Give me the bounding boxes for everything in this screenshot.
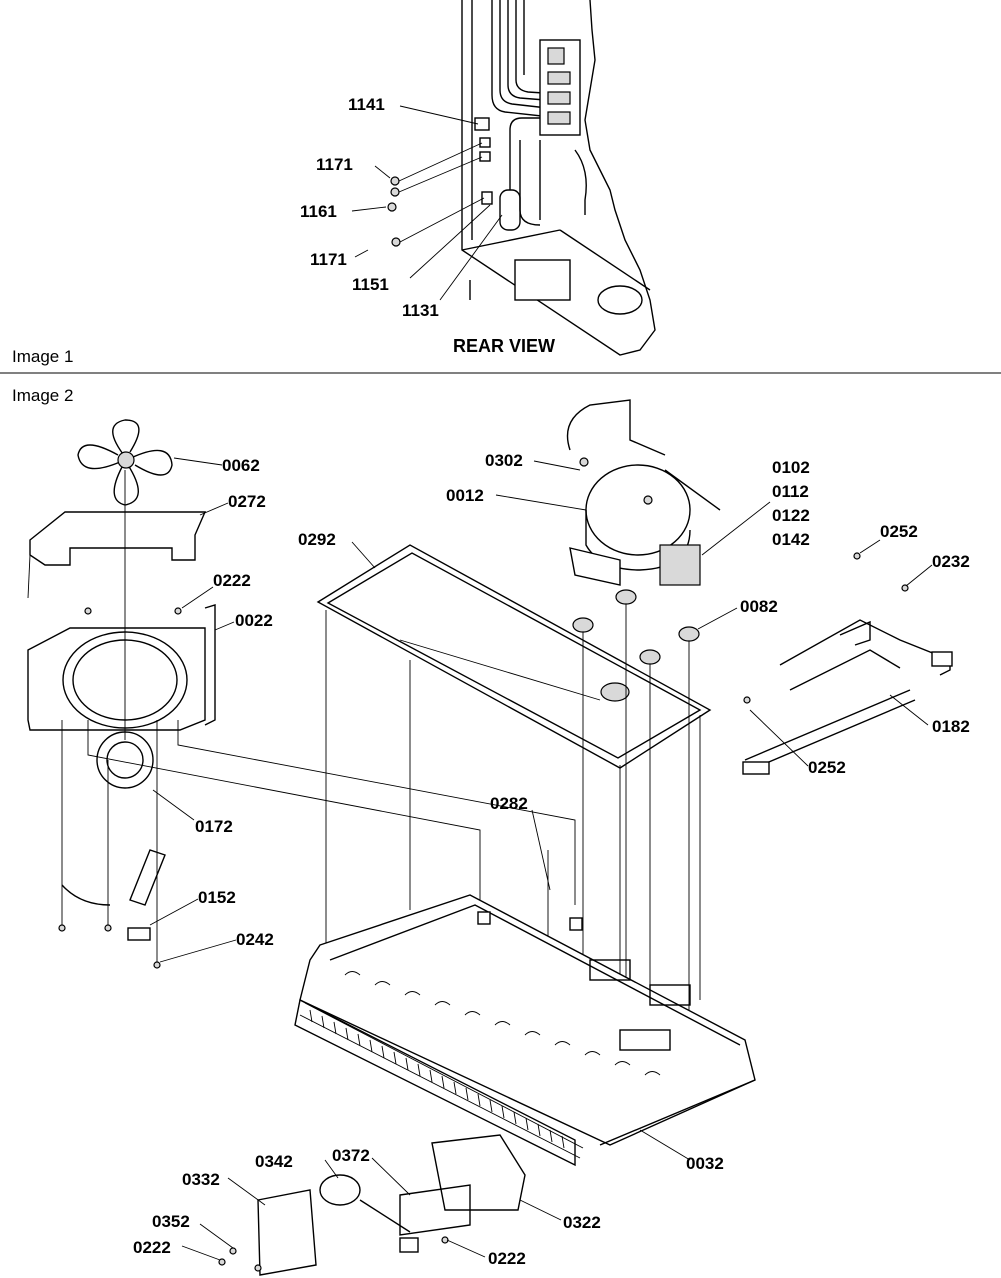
callout-0062: 0062 — [222, 456, 260, 475]
callout-0152: 0152 — [198, 888, 236, 907]
image2-label: Image 2 — [12, 386, 73, 405]
drain-pan — [316, 544, 712, 769]
callout-0332: 0332 — [182, 1170, 220, 1189]
fan-bracket — [27, 627, 206, 731]
callout-1151: 1151 — [352, 275, 389, 294]
callout-0112: 0112 — [772, 482, 809, 501]
shroud — [29, 511, 207, 566]
condenser-base — [294, 894, 756, 1167]
callout-0372: 0372 — [332, 1146, 370, 1165]
callout-1161: 1161 — [300, 202, 337, 221]
callout-0102: 0102 — [772, 458, 810, 477]
exploded-view-drawing — [27, 399, 953, 1276]
heater-harness — [742, 552, 953, 775]
callout-0232: 0232 — [932, 552, 970, 571]
compressor — [566, 399, 721, 586]
callout-0252-lower: 0252 — [808, 758, 846, 777]
callout-1171-lower: 1171 — [310, 250, 347, 269]
callout-0142: 0142 — [772, 530, 810, 549]
callout-0242: 0242 — [236, 930, 274, 949]
callout-0022: 0022 — [235, 611, 273, 630]
fan-blade — [77, 419, 173, 506]
callout-0282: 0282 — [490, 794, 528, 813]
callout-1141: 1141 — [348, 95, 385, 114]
callout-0322: 0322 — [563, 1213, 601, 1232]
callout-0122: 0122 — [772, 506, 810, 525]
callout-1131: 1131 — [402, 301, 439, 320]
fan-motor — [96, 731, 154, 789]
callout-0012: 0012 — [446, 486, 484, 505]
callout-0222-bottom-right: 0222 — [488, 1249, 526, 1268]
bottom-bracket-assembly — [218, 1134, 526, 1276]
callout-0352: 0352 — [152, 1212, 190, 1231]
callout-0222-bottom-left: 0222 — [133, 1238, 171, 1257]
callout-0082: 0082 — [740, 597, 778, 616]
callout-0292: 0292 — [298, 530, 336, 549]
callout-0032: 0032 — [686, 1154, 724, 1173]
rear-view-caption: REAR VIEW — [453, 336, 555, 356]
callout-0342: 0342 — [255, 1152, 293, 1171]
rear-view-drawing — [351, 0, 656, 356]
callout-0272: 0272 — [228, 492, 266, 511]
callout-0222-fan: 0222 — [213, 571, 251, 590]
callout-0302: 0302 — [485, 451, 523, 470]
callout-0182: 0182 — [932, 717, 970, 736]
callout-0252-upper: 0252 — [880, 522, 918, 541]
callout-0172: 0172 — [195, 817, 233, 836]
callout-1171-upper: 1171 — [316, 155, 353, 174]
image1-label: Image 1 — [12, 347, 73, 366]
